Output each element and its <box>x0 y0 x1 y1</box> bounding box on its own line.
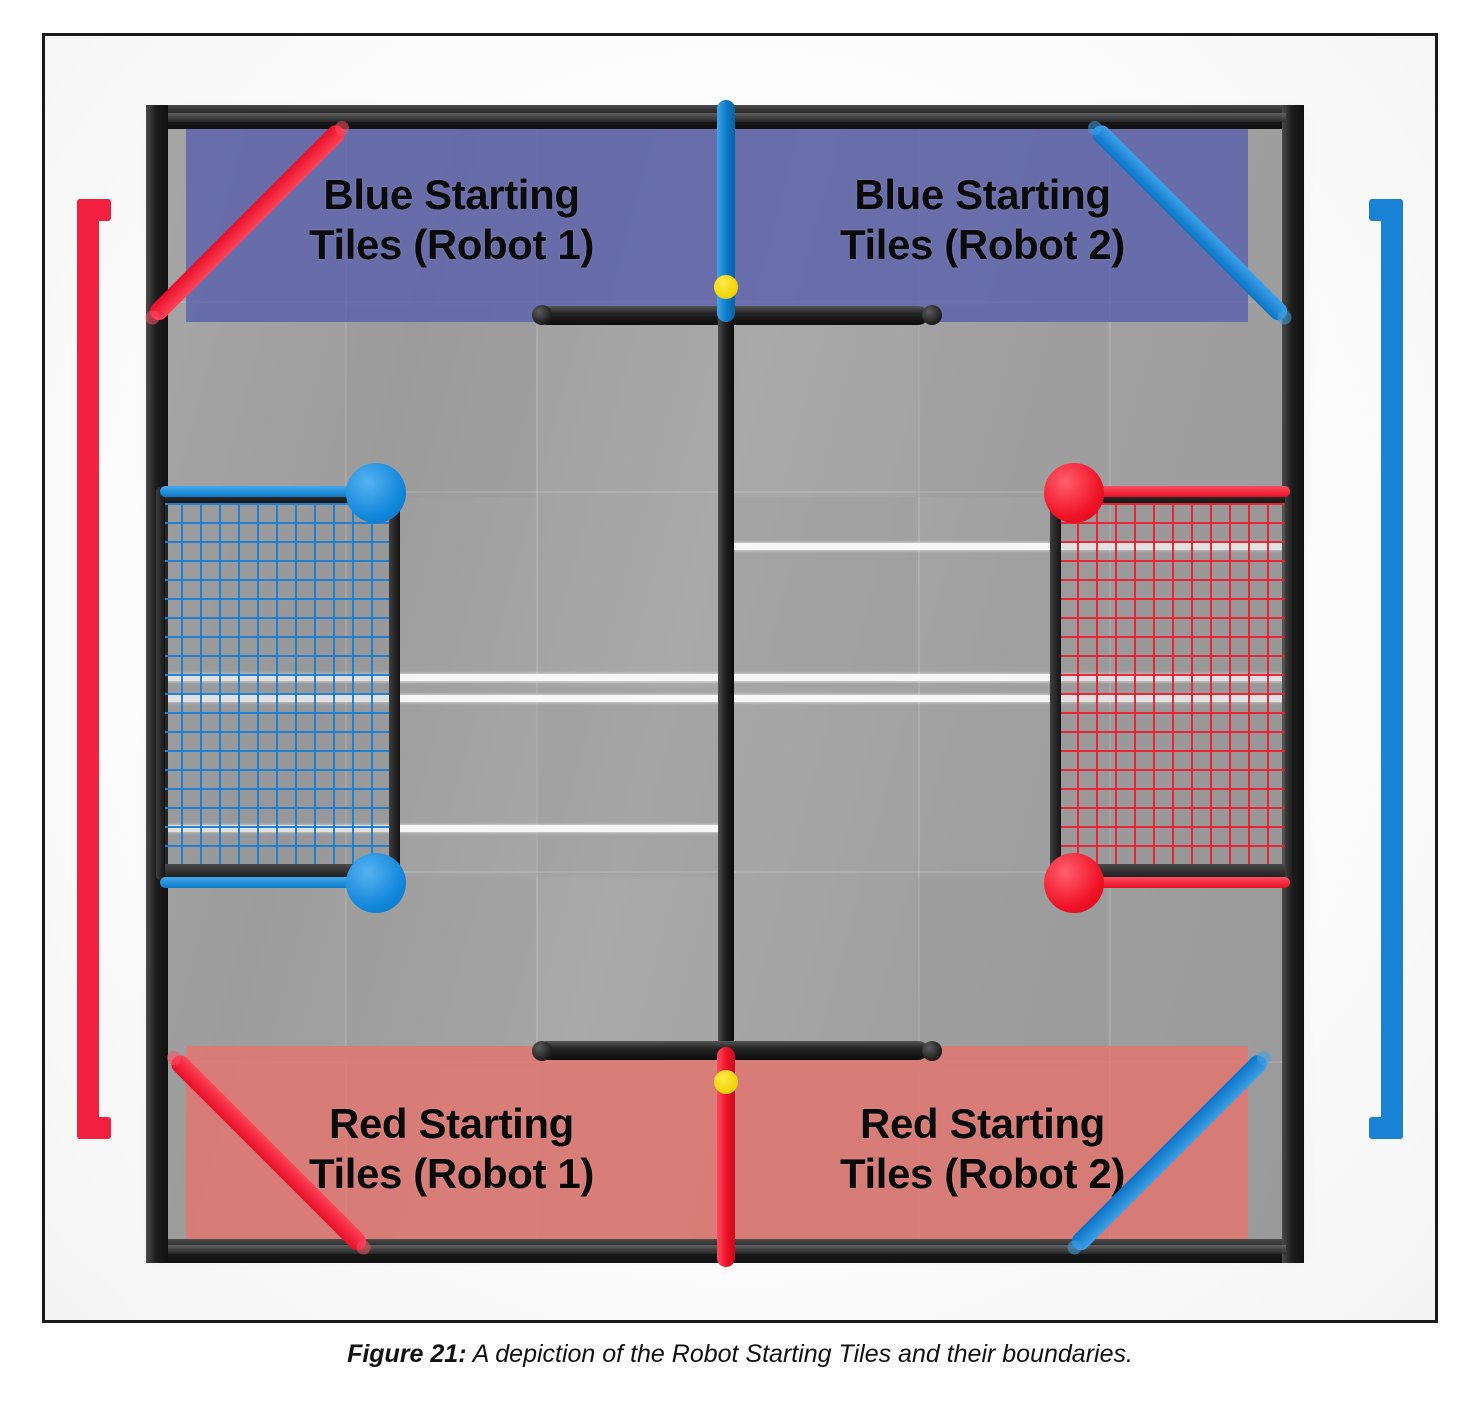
left-half-tape-line <box>156 825 720 832</box>
zone-label-line1: Blue Starting <box>854 170 1111 218</box>
zone-label-line2: Tiles (Robot 2) <box>840 1149 1125 1197</box>
top-crossbar-cap-left <box>532 305 552 325</box>
right-half-tape-line <box>734 543 1298 550</box>
zone-label-box-blue-1: Blue Starting Tiles (Robot 1) <box>186 117 717 322</box>
zone-label-line1: Red Starting <box>329 1099 574 1147</box>
bracket-foot-bottom <box>1369 1117 1403 1139</box>
red-goal <box>1050 487 1294 880</box>
bracket-foot-top <box>1369 199 1403 221</box>
figure-caption: Figure 21: A depiction of the Robot Star… <box>0 1340 1480 1369</box>
blue-goal-post-top <box>346 463 406 523</box>
zone-label-blue-robot-1: Blue Starting Tiles (Robot 1) <box>186 170 717 270</box>
blue-goal-frame-right <box>389 487 400 880</box>
red-goal-mesh <box>1058 501 1288 866</box>
zone-label-box-blue-2: Blue Starting Tiles (Robot 2) <box>717 117 1248 322</box>
competition-field: Blue Starting Tiles (Robot 1) Blue Start… <box>146 100 1306 1267</box>
red-goal-arm-bottom <box>1078 877 1290 888</box>
bottom-crossbar-cap-left <box>532 1041 552 1061</box>
figure-caption-label: Figure 21: <box>347 1340 467 1368</box>
bottom-center-yellow-marker <box>714 1070 738 1094</box>
zone-label-line2: Tiles (Robot 2) <box>840 220 1125 268</box>
bottom-crossbar-cap-right <box>922 1041 942 1061</box>
bracket-spine <box>1381 199 1403 1139</box>
figure-frame: Blue Starting Tiles (Robot 1) Blue Start… <box>42 33 1438 1323</box>
zone-label-box-red-1: Red Starting Tiles (Robot 1) <box>186 1046 717 1251</box>
red-goal-post-top <box>1044 463 1104 523</box>
bracket-spine <box>77 199 99 1139</box>
zone-label-blue-robot-2: Blue Starting Tiles (Robot 2) <box>717 170 1248 270</box>
bracket-foot-top <box>77 199 111 221</box>
red-goal-frame-left <box>1050 487 1061 880</box>
center-divider-tube <box>718 310 734 1050</box>
tile-shade-d <box>536 687 726 877</box>
top-center-yellow-marker <box>714 275 738 299</box>
blue-goal-arm-top <box>160 486 372 497</box>
blue-goal-arm-bottom <box>160 877 372 888</box>
blue-goal-mesh <box>162 501 392 866</box>
bracket-foot-bottom <box>77 1117 111 1139</box>
top-crossbar-cap-right <box>922 305 942 325</box>
blue-goal-frame-left <box>156 487 165 880</box>
red-goal-frame-bottom <box>1058 864 1288 880</box>
zone-label-line2: Tiles (Robot 1) <box>309 220 594 268</box>
left-boundary-bracket <box>77 199 133 1139</box>
bottom-center-bar <box>717 1047 735 1267</box>
blue-goal <box>156 487 400 880</box>
zone-label-line2: Tiles (Robot 1) <box>309 1149 594 1197</box>
start-zone-blue-robot-1 <box>186 117 717 322</box>
zone-label-red-robot-1: Red Starting Tiles (Robot 1) <box>186 1099 717 1199</box>
figure-caption-text: A depiction of the Robot Starting Tiles … <box>466 1340 1133 1368</box>
red-goal-arm-top <box>1078 486 1290 497</box>
zone-label-line1: Blue Starting <box>323 170 580 218</box>
top-center-bar <box>717 100 735 322</box>
red-goal-post-bottom <box>1044 853 1104 913</box>
blue-goal-frame-bottom <box>162 864 392 880</box>
zone-label-box-red-2: Red Starting Tiles (Robot 2) <box>717 1046 1248 1251</box>
right-boundary-bracket <box>1347 199 1403 1139</box>
red-goal-frame-right <box>1285 487 1294 880</box>
zone-label-line1: Red Starting <box>860 1099 1105 1147</box>
start-zone-blue-robot-2 <box>717 117 1248 322</box>
tile-shade-b <box>726 497 916 687</box>
zone-label-red-robot-2: Red Starting Tiles (Robot 2) <box>717 1099 1248 1199</box>
blue-goal-post-bottom <box>346 853 406 913</box>
